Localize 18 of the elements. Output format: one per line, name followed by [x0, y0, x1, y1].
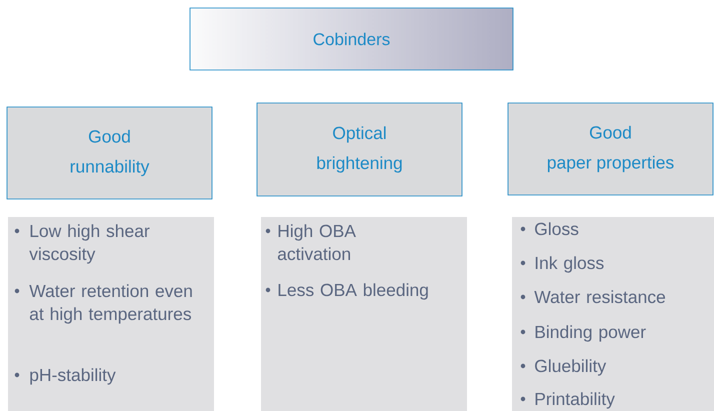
title-box: Cobinders [190, 8, 514, 70]
bullet-item: Gloss [520, 222, 578, 236]
list-panel [512, 217, 714, 411]
bullet-item: Water retention even at high temperatures [14, 284, 192, 324]
bullet-item: Gluebility [520, 359, 606, 376]
category-box: Optical brightening [256, 102, 462, 196]
bullet-item: Binding power [520, 325, 646, 342]
bullet-item: Ink gloss [520, 256, 604, 273]
list-panel [261, 217, 467, 411]
list-panel [8, 217, 214, 411]
bullet-item: Low high shear viscosity [14, 224, 150, 264]
bullet-item: pH-stability [14, 368, 116, 385]
bullet-item: Water resistance [520, 290, 666, 304]
bullet-item: Less OBA bleeding [266, 283, 428, 300]
category-box: Good paper properties [508, 102, 714, 196]
bullet-item: Printability [520, 392, 615, 409]
bullet-item: High OBA activation [266, 224, 356, 260]
category-box: Good runnability [6, 106, 212, 200]
